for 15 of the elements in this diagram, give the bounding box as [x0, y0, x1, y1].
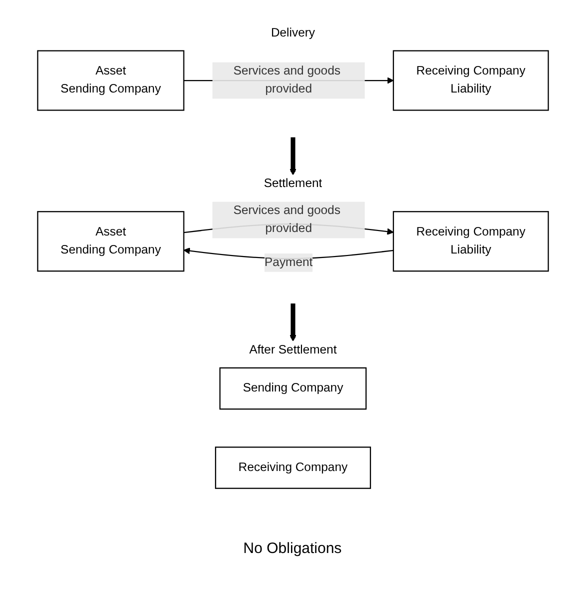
node-box: Receiving Company Liability [392, 50, 548, 112]
edge-label: Payment [264, 256, 312, 270]
edge-label: Services and goods provided [232, 204, 340, 236]
node-box: Asset Sending Company [36, 50, 184, 112]
node-box: Sending Company [218, 368, 366, 410]
node-text: After Settlement [248, 344, 336, 357]
node-box: Receiving Company [214, 447, 371, 490]
note-text: No Obligations [242, 540, 343, 557]
edge-label: Services and goods provided [232, 64, 340, 96]
node-text: Delivery [270, 26, 315, 40]
node-text: Settlement [263, 178, 322, 191]
arrow [289, 137, 296, 176]
node-box: Asset Sending Company [36, 212, 184, 272]
arrow [289, 304, 296, 342]
node-box: Receiving Company Liability [392, 212, 548, 272]
